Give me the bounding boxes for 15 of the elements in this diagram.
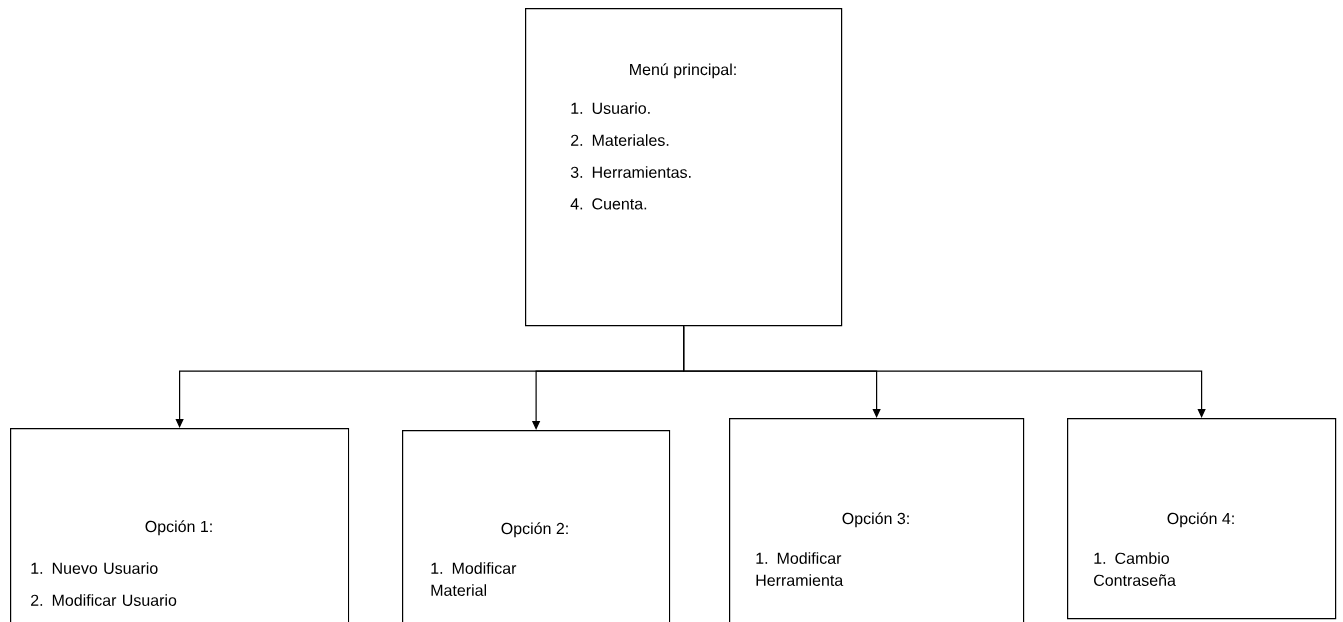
list-item: 1. Modificar Herramienta — [756, 552, 844, 586]
box-heading: Opción 2: — [501, 522, 568, 538]
list-item: 3. Herramientas. — [570, 166, 691, 178]
box-heading: Opción 4: — [1167, 512, 1234, 528]
list-item: 1. Nuevo Usuario — [31, 562, 158, 574]
list-item: 1. Cambio Contraseña — [1094, 552, 1176, 586]
list-item: 1. Usuario. — [571, 102, 650, 114]
list-item: 1. Modificar Material — [431, 562, 517, 596]
box-heading: Opción 3: — [842, 512, 909, 528]
list-item: 2. Materiales. — [571, 134, 669, 146]
box-heading: Opción 1: — [145, 520, 212, 536]
arrow — [683, 325, 1206, 418]
list-item: 2. Modificar Usuario — [31, 594, 177, 606]
box-heading: Menú principal: — [630, 63, 736, 79]
list-item: 4. Cuenta. — [570, 198, 647, 210]
